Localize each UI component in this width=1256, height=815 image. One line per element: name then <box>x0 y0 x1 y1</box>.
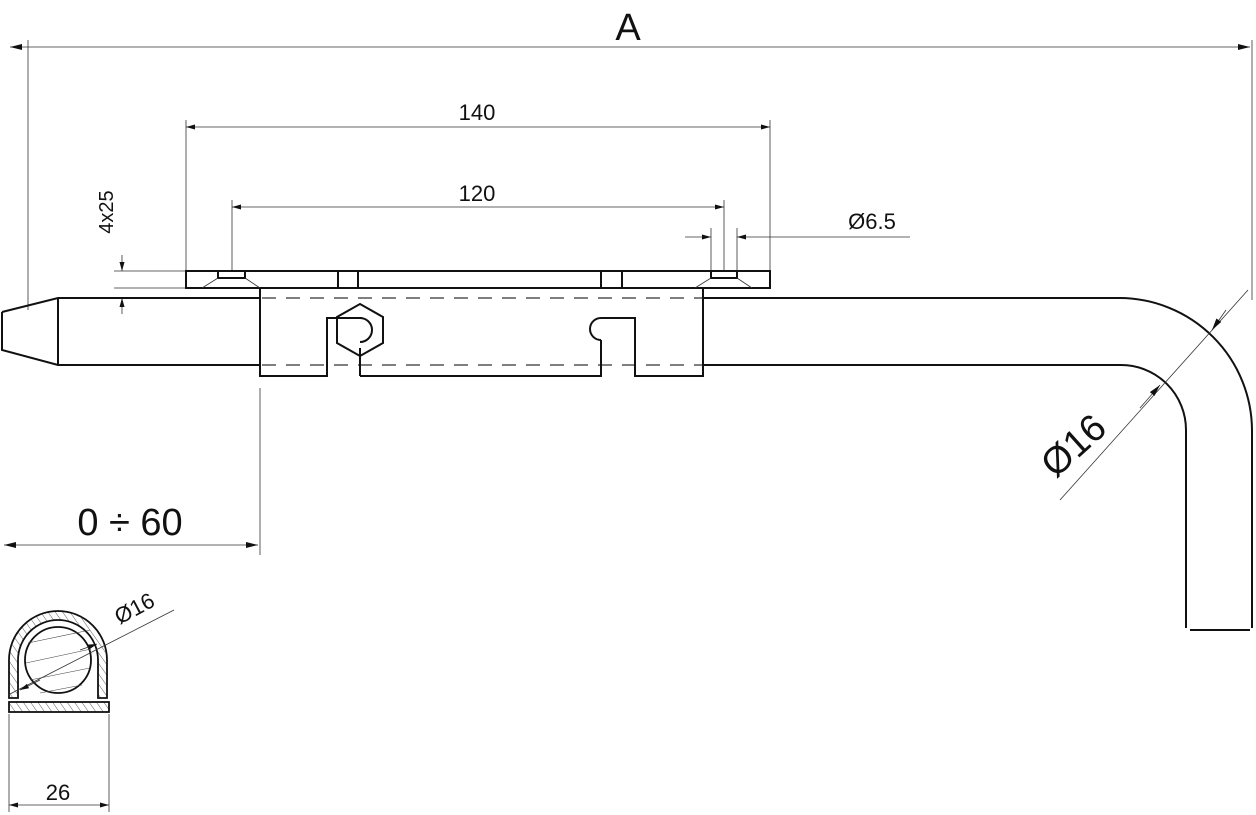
section-view: Ø16 26 <box>7 588 175 812</box>
dimension-screws: 4x25 <box>96 190 186 314</box>
dimension-hole-diameter: Ø6.5 <box>685 209 910 272</box>
mounting-plate <box>185 270 771 289</box>
svg-text:0 ÷ 60: 0 ÷ 60 <box>77 502 182 544</box>
svg-text:Ø16: Ø16 <box>110 588 158 630</box>
label-A: A <box>615 7 641 49</box>
bolt-housing <box>259 288 704 377</box>
dimension-hole-spacing: 120 <box>231 181 725 272</box>
dimension-adjustment-range: 0 ÷ 60 <box>4 388 261 555</box>
dimension-overall-length: A <box>10 7 1253 310</box>
svg-text:4x25: 4x25 <box>96 190 118 233</box>
svg-text:Ø6.5: Ø6.5 <box>848 209 896 234</box>
svg-text:26: 26 <box>46 780 70 805</box>
hex-nut <box>336 302 384 358</box>
svg-text:Ø16: Ø16 <box>1033 406 1114 485</box>
svg-text:140: 140 <box>459 100 496 125</box>
svg-text:120: 120 <box>459 181 496 206</box>
dimension-plate-length: 140 <box>185 100 771 272</box>
bolt-rod <box>1 297 1253 631</box>
dimension-rod-diameter: Ø16 <box>1033 289 1249 501</box>
